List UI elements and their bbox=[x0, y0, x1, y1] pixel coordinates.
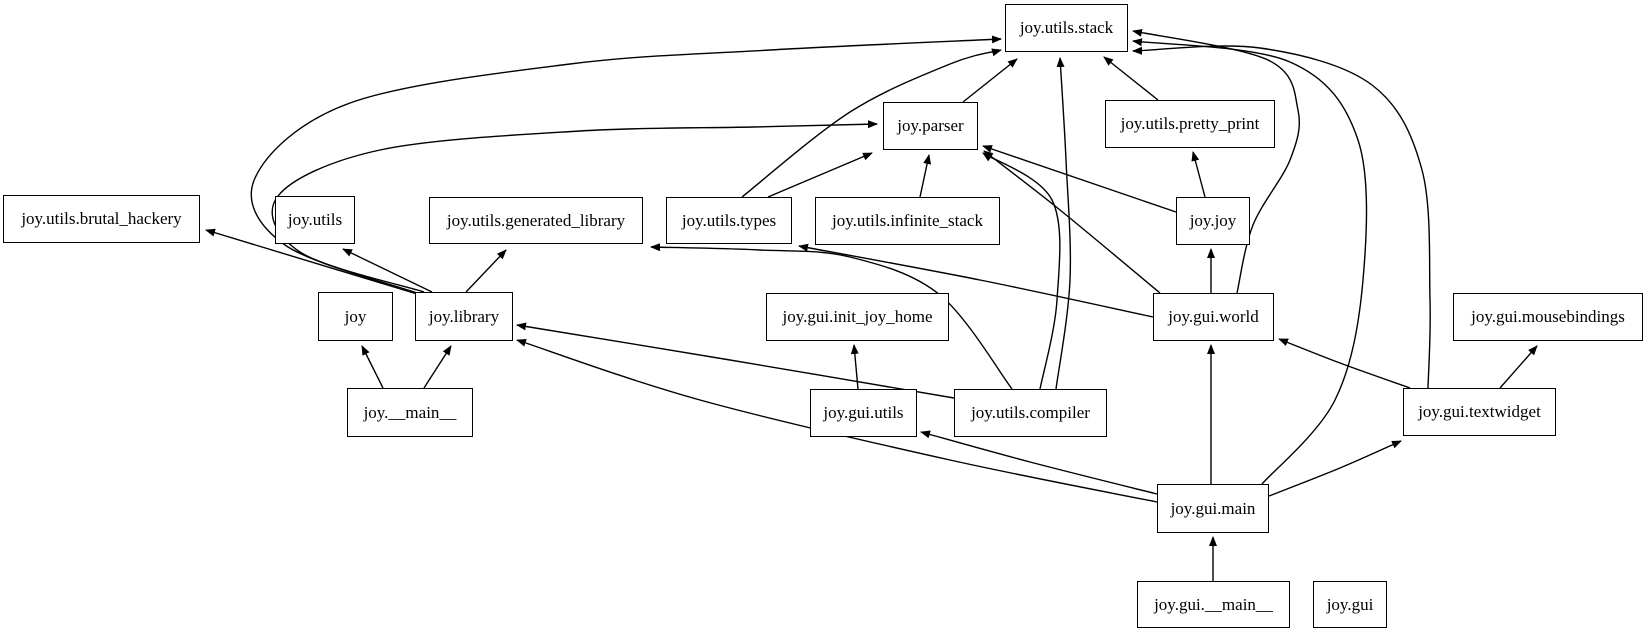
edge-joy-library-to-joy-parser bbox=[271, 120, 878, 293]
node-joy-joy: joy.joy bbox=[1176, 197, 1250, 245]
edge-joy-gui-world-to-joy-utils-types bbox=[798, 243, 1154, 318]
edge-joy-utils-types-to-joy-utils-stack bbox=[741, 48, 1002, 198]
edge-joy-gui-world-to-joy-utils-stack bbox=[1132, 28, 1301, 294]
node-joy-utils-stack: joy.utils.stack bbox=[1005, 4, 1128, 52]
edge-joy-parser-to-joy-utils-stack bbox=[962, 58, 1018, 103]
edge-joy-gui-world-to-joy-parser bbox=[983, 150, 1161, 294]
edge-joy-joy-to-joy-parser bbox=[982, 145, 1177, 213]
edge-joy-utils-infinite-stack-to-joy-parser bbox=[919, 154, 932, 198]
node-joy-main: joy.__main__ bbox=[347, 388, 473, 437]
node-joy-utils: joy.utils bbox=[275, 196, 355, 244]
node-joy-utils-types: joy.utils.types bbox=[666, 197, 792, 244]
edge-joy-utils-compiler-to-joy-utils-generated-library bbox=[650, 243, 1013, 390]
node-joy-gui-utils: joy.gui.utils bbox=[810, 389, 917, 437]
node-joy: joy bbox=[318, 292, 393, 341]
node-joy-gui-mousebindings: joy.gui.mousebindings bbox=[1453, 293, 1643, 341]
edge-joy-gui-main-to-joy-gui-utils bbox=[920, 430, 1158, 495]
edge-joy-library-to-joy-utils bbox=[342, 248, 433, 293]
node-joy-gui: joy.gui bbox=[1313, 581, 1387, 628]
edge-joy-gui-main-to-joy-utils-stack bbox=[1132, 38, 1368, 485]
node-joy-utils-pretty-print: joy.utils.pretty_print bbox=[1105, 100, 1275, 148]
edge-joy-joy-to-joy-utils-pretty-print bbox=[1191, 151, 1206, 198]
node-joy-gui-textwidget: joy.gui.textwidget bbox=[1403, 388, 1556, 436]
edge-joy-main-to-joy bbox=[361, 345, 384, 389]
node-joy-utils-infinite-stack: joy.utils.infinite_stack bbox=[815, 197, 1000, 245]
edge-joy-library-to-joy-utils-stack bbox=[250, 35, 1002, 294]
edge-joy-utils-types-to-joy-parser bbox=[767, 152, 873, 198]
edge-joy-gui-utils-to-joy-gui-init-joy-home bbox=[850, 344, 859, 390]
edge-joy-utils-pretty-print-to-joy-utils-stack bbox=[1103, 56, 1159, 101]
edge-joy-library-to-joy-utils-brutal-hackery bbox=[205, 228, 418, 295]
edge-group bbox=[205, 28, 1538, 581]
edge-joy-library-to-joy-utils-generated-library bbox=[465, 249, 507, 293]
edge-joy-gui-textwidget-to-joy-gui-world bbox=[1278, 338, 1411, 389]
edge-joy-gui-main-to-joy-gui-textwidget bbox=[1268, 440, 1402, 497]
edge-joy-main-to-joy-library bbox=[423, 345, 452, 389]
edge-joy-gui-textwidget-to-joy-utils-stack bbox=[1132, 45, 1431, 389]
node-joy-gui-world: joy.gui.world bbox=[1153, 293, 1274, 341]
edge-joy-utils-compiler-to-joy-utils-stack bbox=[1055, 57, 1072, 390]
node-joy-utils-brutal-hackery: joy.utils.brutal_hackery bbox=[3, 195, 200, 243]
node-joy-library: joy.library bbox=[415, 292, 513, 341]
node-joy-parser: joy.parser bbox=[883, 102, 978, 150]
node-joy-gui-main: joy.gui.__main__ bbox=[1137, 581, 1290, 628]
node-joy-gui-init-joy-home: joy.gui.init_joy_home bbox=[766, 293, 949, 341]
node-joy-utils-generated-library: joy.utils.generated_library bbox=[429, 197, 643, 244]
edge-joy-gui-textwidget-to-joy-gui-mousebindings bbox=[1499, 345, 1538, 389]
node-joy-utils-compiler: joy.utils.compiler bbox=[954, 389, 1107, 437]
node-joy-gui-main: joy.gui.main bbox=[1157, 484, 1269, 533]
edge-joy-utils-compiler-to-joy-parser bbox=[982, 152, 1061, 390]
